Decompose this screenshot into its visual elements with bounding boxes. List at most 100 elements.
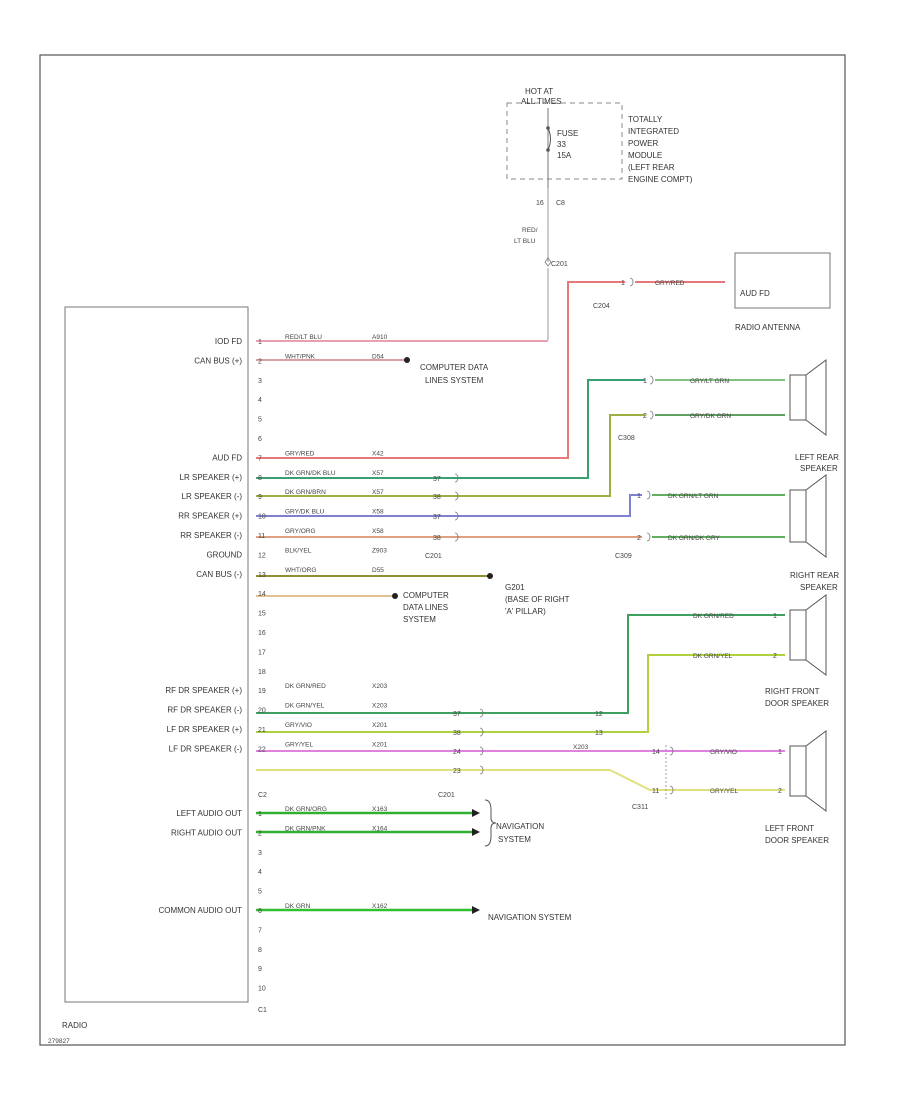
c2-pin-20: 20 xyxy=(258,708,266,715)
computer-data-lines-mid-2: DATA LINES xyxy=(403,603,448,612)
c2-pin-label-7: AUD FD xyxy=(212,453,242,462)
c2-pin-wire-10: GRY/DK BLU xyxy=(285,509,325,516)
rf-c311-pin-1: 12 xyxy=(595,711,603,718)
antenna-connector: C204 xyxy=(593,303,610,310)
c2-pin-circuit-13: D55 xyxy=(372,567,384,574)
c2-pin-wire-13: WHT/ORG xyxy=(285,567,316,574)
radio-c2-label: C2 xyxy=(258,792,267,799)
c2-pin-21: 21 xyxy=(258,727,266,734)
left-front-speaker-icon xyxy=(789,730,827,812)
computer-data-lines-top-2: LINES SYSTEM xyxy=(425,376,484,385)
c2-pin-4: 4 xyxy=(258,397,262,404)
lf-pin-1: 1 xyxy=(778,749,782,756)
c2-pin-12: 12 xyxy=(258,552,266,559)
c2-pin-circuit-1: A910 xyxy=(372,334,388,341)
c2-pin-circuit-9: X57 xyxy=(372,489,384,496)
computer-data-lines-top-1: COMPUTER DATA xyxy=(420,363,489,372)
c2-pin-13: 13 xyxy=(258,572,266,579)
c201-low-label: C201 xyxy=(438,792,455,799)
c1-pin-2: 2 xyxy=(258,830,262,837)
c201-mid-pin-2: 38 xyxy=(433,494,441,501)
c2-pin-14: 14 xyxy=(258,591,266,598)
rf-c311-pin-2: 13 xyxy=(595,730,603,737)
c201-low-pin-4: 23 xyxy=(453,768,461,775)
c1-pin-wire-1: DK GRN/ORG xyxy=(285,806,327,813)
radio-antenna-box xyxy=(734,252,831,309)
c2-pin-circuit-8: X57 xyxy=(372,470,384,477)
c2-pin-1: 1 xyxy=(258,339,262,346)
fuse-wire-1: RED/ xyxy=(522,227,538,234)
c2-pin-6: 6 xyxy=(258,436,262,443)
c201-low-pin-3: 24 xyxy=(453,749,461,756)
c1-pin-3: 3 xyxy=(258,850,262,857)
c2-pin-label-20: RF DR SPEAKER (-) xyxy=(167,706,242,715)
rf-pin-1-wire: DK GRN/RED xyxy=(693,613,734,620)
lr-pin-2: 2 xyxy=(643,413,647,420)
module-line-5: (LEFT REAR xyxy=(628,163,675,172)
rf-pin-1: 1 xyxy=(773,613,777,620)
right-front-speaker-icon xyxy=(789,594,827,676)
c2-pin-circuit-10: X58 xyxy=(372,509,384,516)
c2-pin-label-21: LF DR SPEAKER (+) xyxy=(167,725,243,734)
radio-name: RADIO xyxy=(62,1021,87,1030)
power-module-box xyxy=(506,102,623,180)
module-line-3: POWER xyxy=(628,139,658,148)
lf-pin-2: 2 xyxy=(778,788,782,795)
right-rear-speaker-name-2: SPEAKER xyxy=(800,583,838,592)
c2-pin-wire-2: WHT/PNK xyxy=(285,353,316,360)
c1-pin-circuit-6: X162 xyxy=(372,903,388,910)
c2-pin-wire-12: BLK/YEL xyxy=(285,547,312,554)
c2-pin-7: 7 xyxy=(258,455,262,462)
antenna-inner-label: AUD FD xyxy=(740,289,770,298)
c1-pin-wire-2: DK GRN/PNK xyxy=(285,825,326,832)
c2-pin-wire-8: DK GRN/DK BLU xyxy=(285,470,336,477)
lf-c311-pin-1: 14 xyxy=(652,749,660,756)
ground-label-3: 'A' PILLAR) xyxy=(505,607,546,616)
c2-pin-wire-19: DK GRN/RED xyxy=(285,683,326,690)
c2-pin-circuit-21: X201 xyxy=(372,722,388,729)
left-rear-connector: C308 xyxy=(618,435,635,442)
c1-pin-circuit-2: X164 xyxy=(372,825,388,832)
c1-pin-7: 7 xyxy=(258,927,262,934)
c2-pin-19: 19 xyxy=(258,688,266,695)
left-rear-speaker-icon xyxy=(789,359,827,436)
module-line-6: ENGINE COMPT) xyxy=(628,175,693,184)
c2-pin-label-1: IOD FD xyxy=(215,337,242,346)
computer-data-lines-mid-1: COMPUTER xyxy=(403,591,449,600)
c1-pin-8: 8 xyxy=(258,947,262,954)
ground-label-2: (BASE OF RIGHT xyxy=(505,595,570,604)
c2-pin-wire-7: GRY/RED xyxy=(285,450,315,457)
c201-low-pin-1: 37 xyxy=(453,711,461,718)
module-line-2: INTEGRATED xyxy=(628,127,679,136)
c2-pin-label-11: RR SPEAKER (-) xyxy=(180,531,242,540)
c1-pin-circuit-1: X163 xyxy=(372,806,388,813)
left-rear-speaker-name-2: SPEAKER xyxy=(800,464,838,473)
radio-c1-label: C1 xyxy=(258,1007,267,1014)
c2-pin-circuit-19: X203 xyxy=(372,683,388,690)
right-front-speaker-name-1: RIGHT FRONT xyxy=(765,687,820,696)
navigation-system-a-1: NAVIGATION xyxy=(496,822,544,831)
c2-pin-8: 8 xyxy=(258,475,262,482)
c2-pin-circuit-2: D54 xyxy=(372,353,384,360)
rr-pin-1: 1 xyxy=(637,493,641,500)
c2-pin-label-2: CAN BUS (+) xyxy=(194,356,242,365)
c201-markers xyxy=(454,277,674,795)
fuse-pin: 16 xyxy=(536,200,544,207)
navigation-system-a-2: SYSTEM xyxy=(498,835,531,844)
rr-pin-1-wire: DK GRN/LT GRN xyxy=(668,493,719,500)
c2-pin-11: 11 xyxy=(258,533,265,540)
c201-mid-pin-1: 37 xyxy=(433,476,441,483)
left-front-speaker-name-1: LEFT FRONT xyxy=(765,824,814,833)
rf-pin-2: 2 xyxy=(773,653,777,660)
c2-pin-label-13: CAN BUS (-) xyxy=(196,570,242,579)
lf-c311-pin-2: 11 xyxy=(652,788,659,795)
lf-pin-2-wire: GRY/YEL xyxy=(710,788,738,795)
c2-pin-3: 3 xyxy=(258,378,262,385)
module-line-4: MODULE xyxy=(628,151,662,160)
right-rear-connector: C309 xyxy=(615,553,632,560)
c201-mid-pin-4: 38 xyxy=(433,535,441,542)
fuse-number: 33 xyxy=(557,140,566,149)
radio-box xyxy=(64,306,249,1003)
